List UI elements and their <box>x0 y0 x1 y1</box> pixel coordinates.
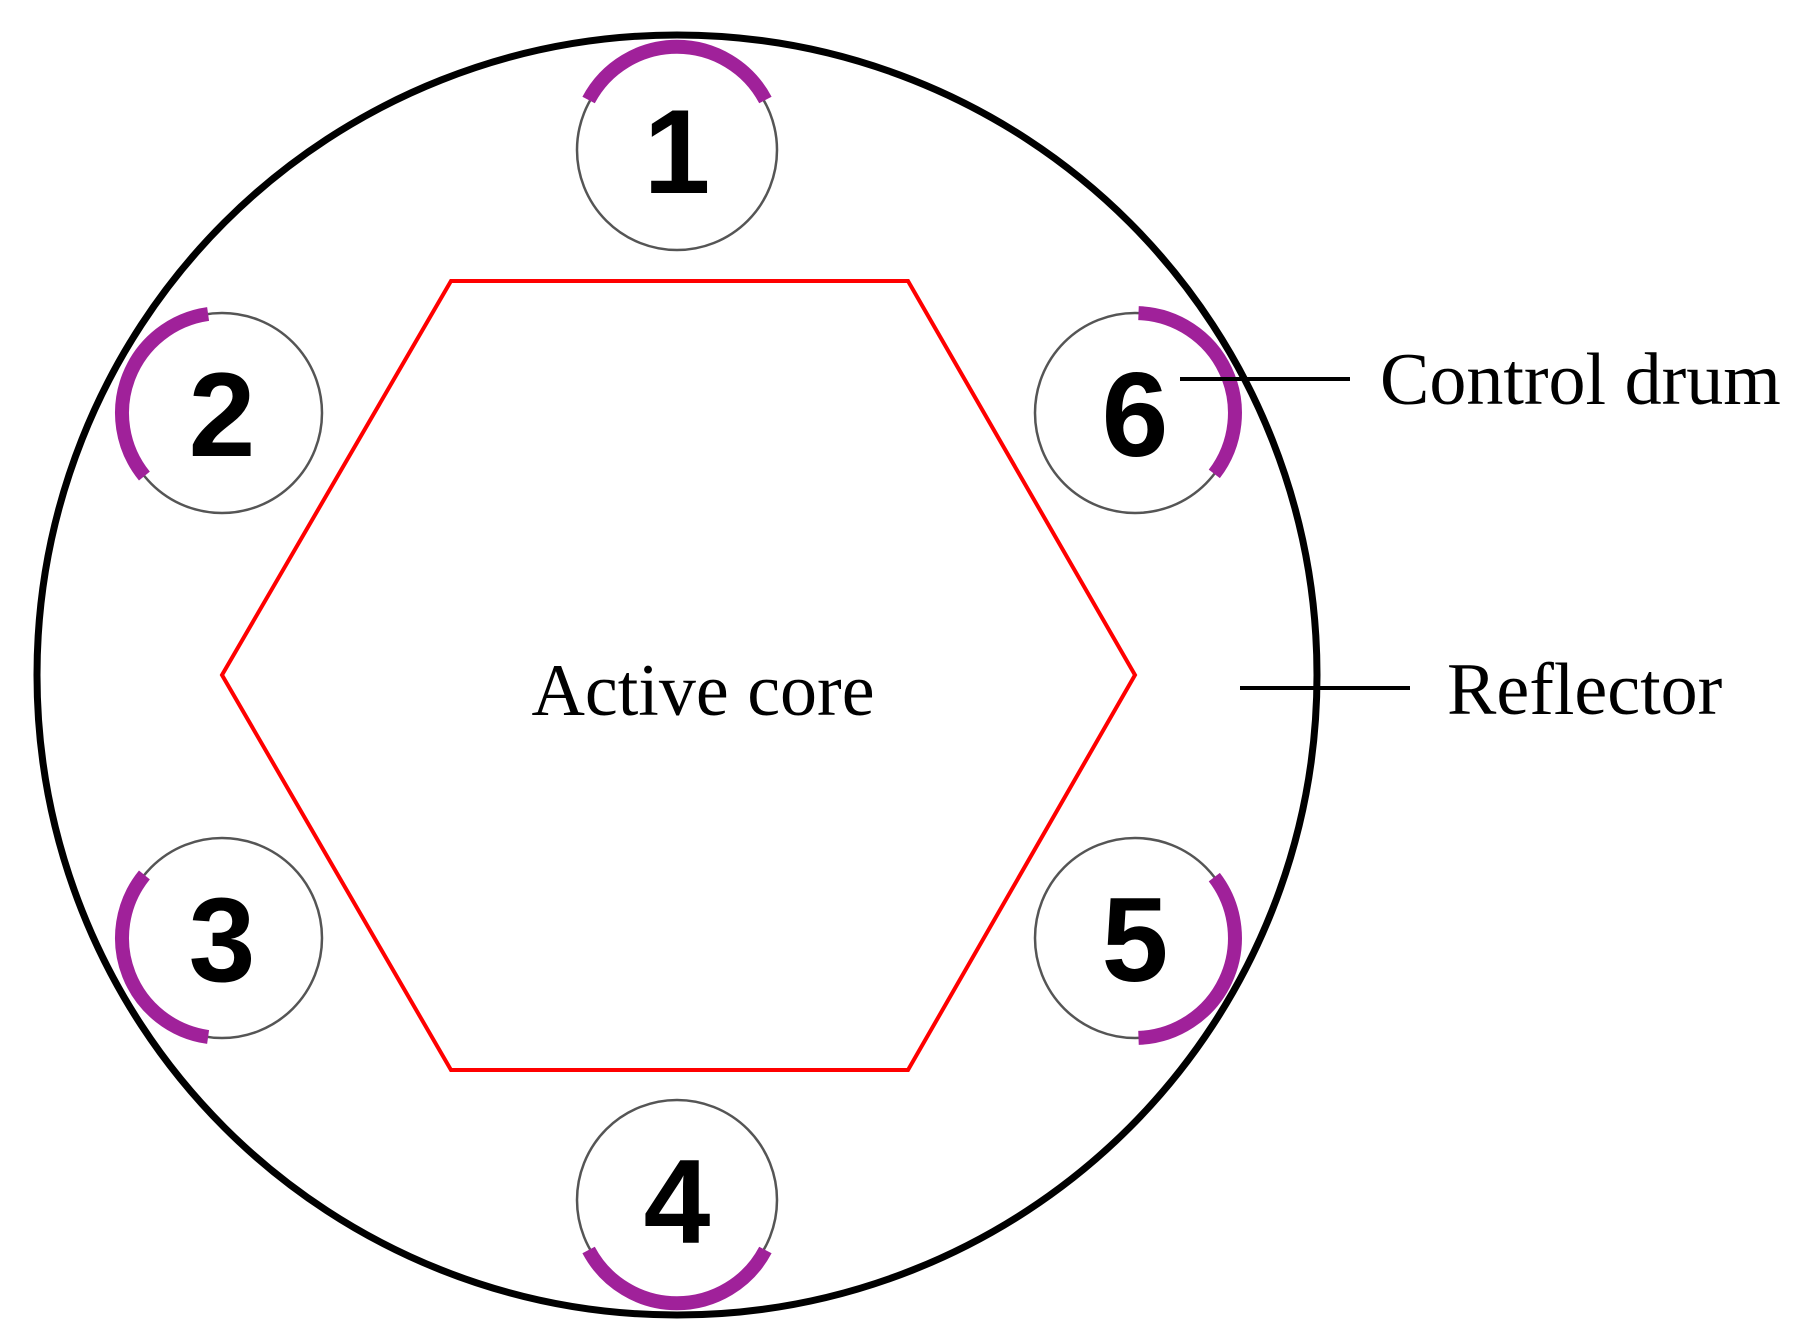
drum-6-absorber <box>1138 306 1242 479</box>
active-core-label: Active core <box>531 650 874 732</box>
active-core-hexagon <box>219 279 1138 1072</box>
drum-5-number: 5 <box>1102 873 1169 1007</box>
reflector-boundary <box>33 31 1321 1319</box>
control-drum-5: 5 <box>1033 836 1242 1045</box>
drum-3-absorber <box>115 870 210 1044</box>
control-drum-3: 3 <box>115 836 324 1044</box>
drum-2-absorber <box>115 307 210 481</box>
drum-2-number: 2 <box>189 348 256 482</box>
reflector-label: Reflector <box>1447 649 1722 731</box>
control-drum-2: 2 <box>115 307 324 515</box>
drum-4-number: 4 <box>644 1135 711 1269</box>
control-drum-1: 1 <box>575 39 779 252</box>
drum-6-number: 6 <box>1102 348 1169 482</box>
drum-1-absorber <box>582 39 772 104</box>
drum-1-number: 1 <box>644 85 711 219</box>
drum-4-absorber <box>582 1246 772 1311</box>
drum-3-number: 3 <box>189 873 256 1007</box>
control-drum-6: 6 <box>1033 306 1242 515</box>
control-drum-label: Control drum <box>1380 339 1781 421</box>
drum-5-absorber <box>1138 872 1242 1045</box>
control-drum-4: 4 <box>575 1098 779 1311</box>
